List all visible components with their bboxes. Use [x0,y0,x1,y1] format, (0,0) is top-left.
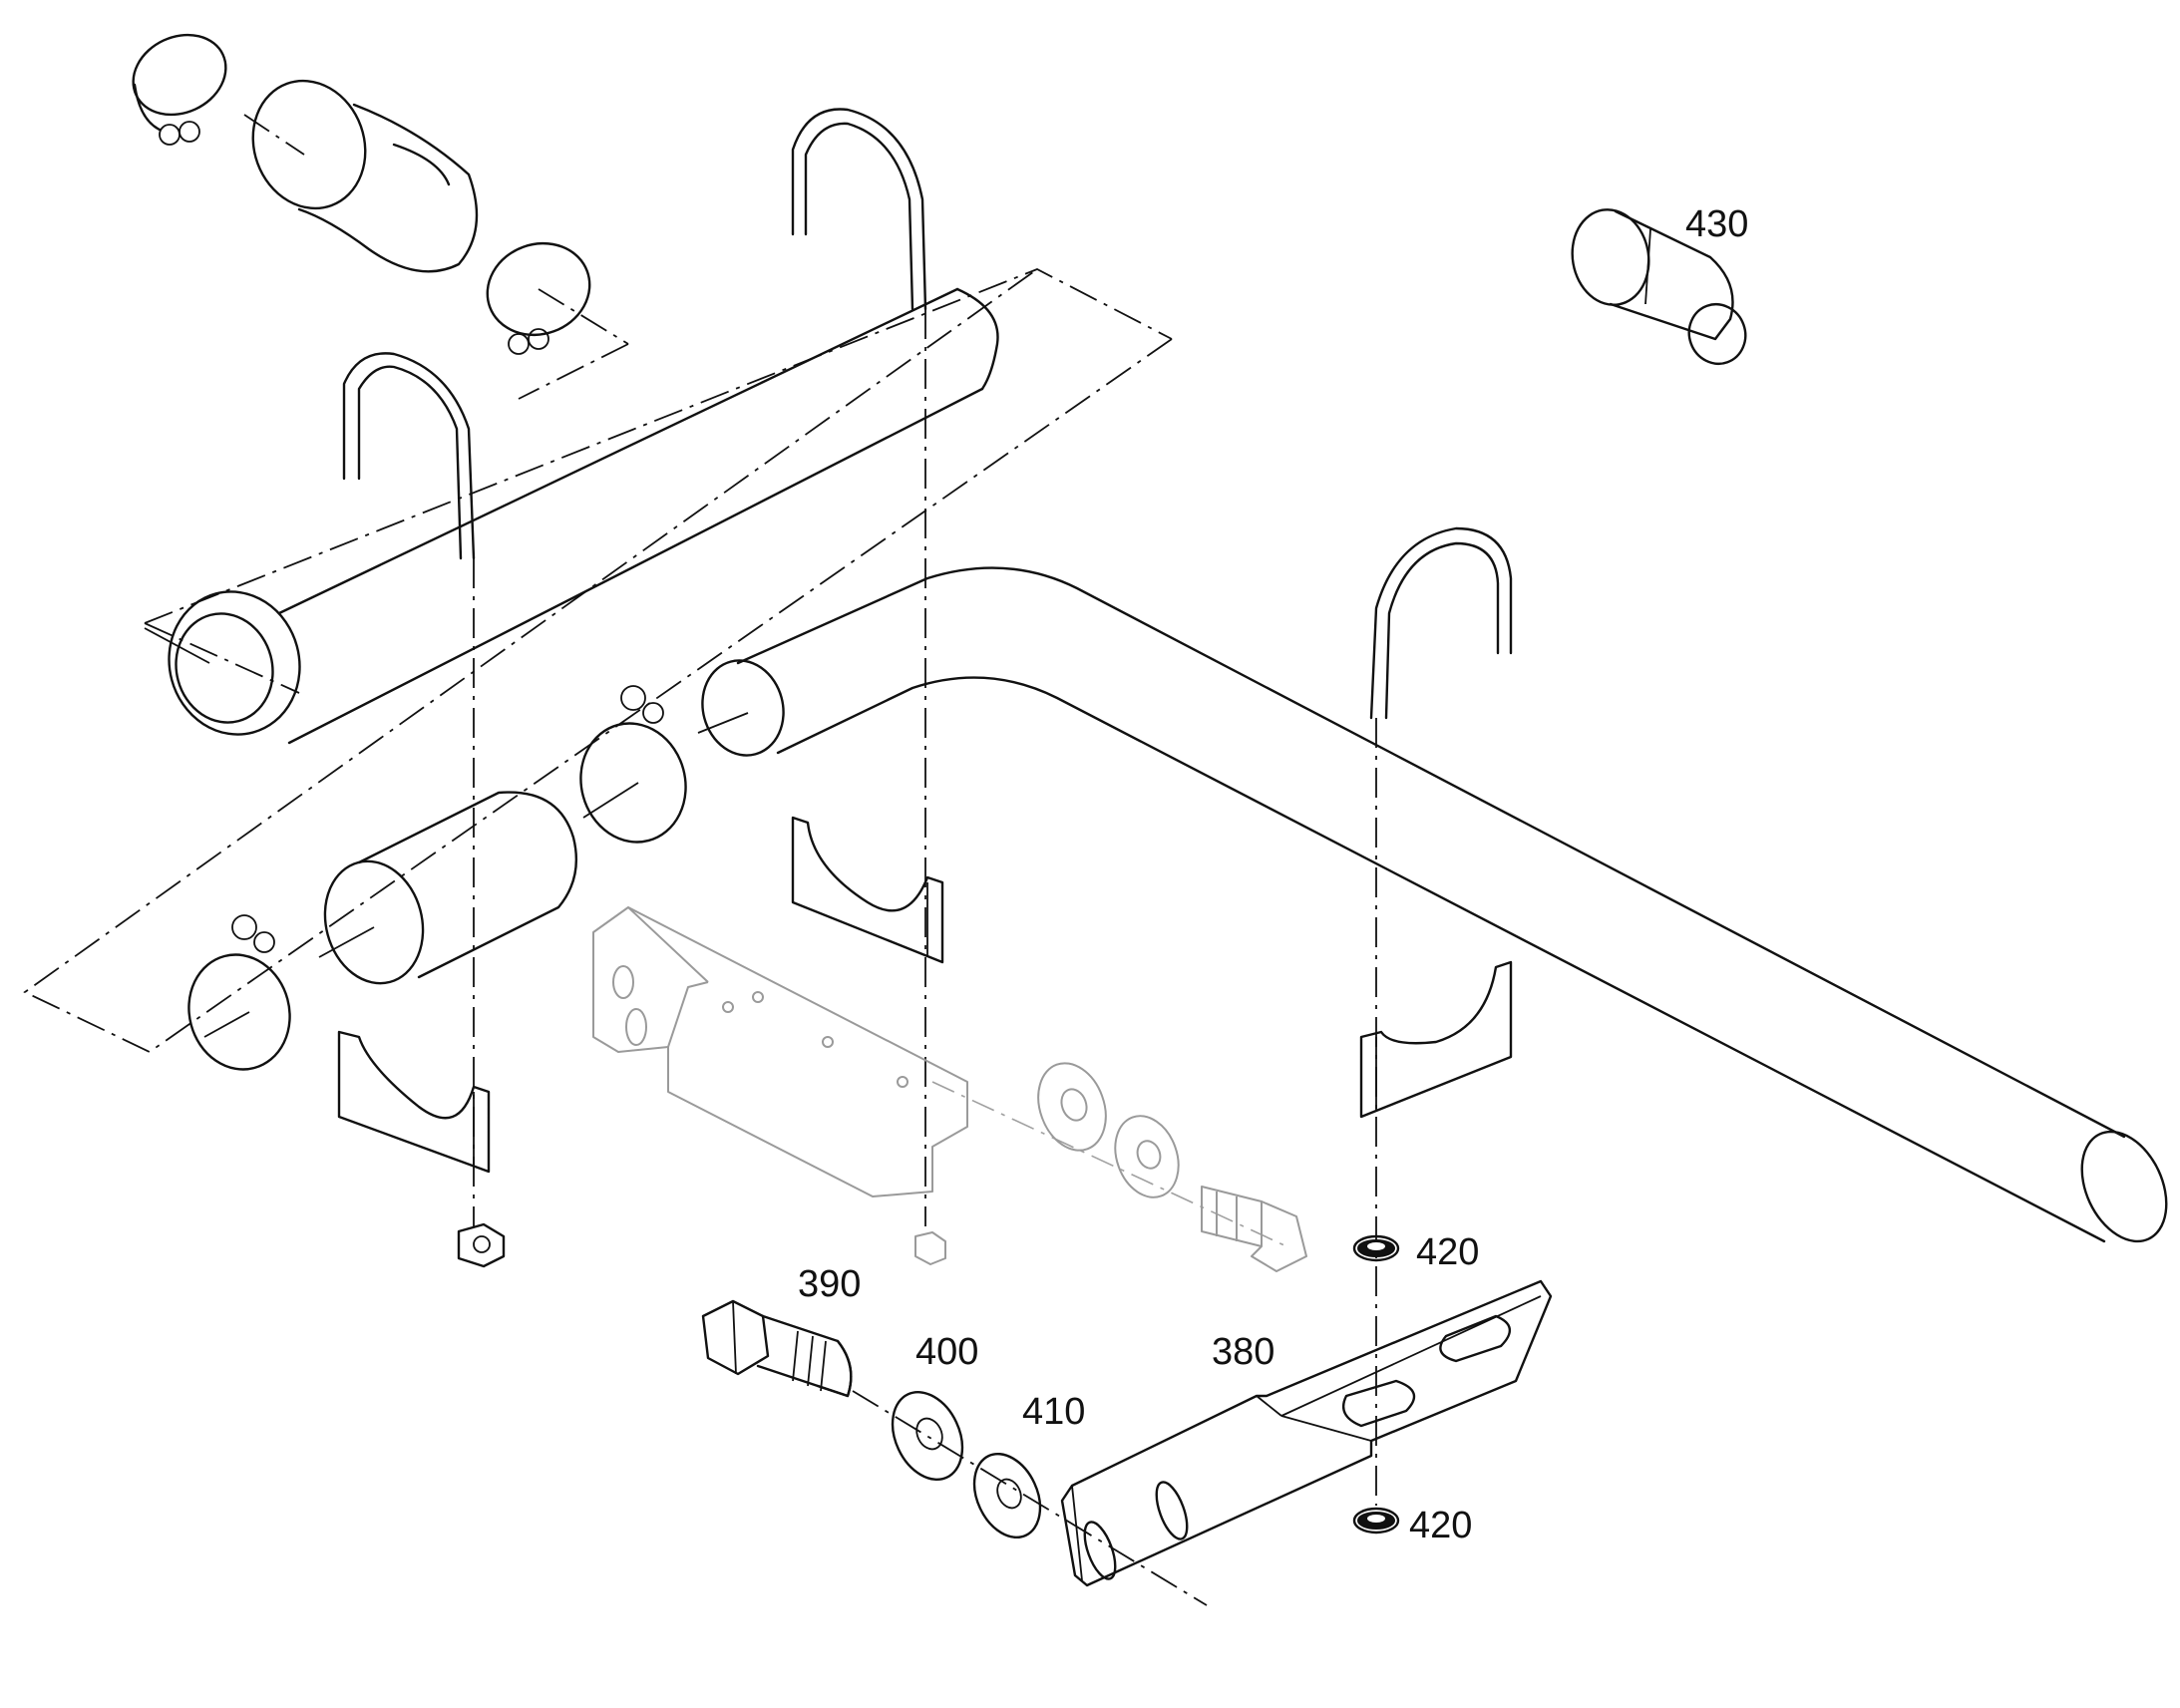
ghost-bolt [1201,1186,1307,1272]
hex-nut-left [457,1222,506,1268]
part-390-bolt [701,1299,853,1398]
u-bolt-right [1369,526,1513,720]
connector-sleeve-middle [318,791,577,985]
mounting-bracket-ghost [592,906,1287,1247]
label-420-top: 420 [1416,1231,1479,1273]
part-410-washer [972,1452,1042,1539]
hose-clamp-middle [579,685,687,844]
hose-clamp-top-left [132,33,227,146]
label-400: 400 [915,1331,978,1373]
ghost-washer-2 [1114,1115,1180,1198]
part-430-pipe-adapter [1571,208,1747,365]
connector-sleeve-top [251,79,479,273]
label-390: 390 [798,1263,861,1305]
hose-clamp-top-right [486,241,591,355]
label-420-bottom: 420 [1409,1505,1472,1546]
ghost-washer-1 [1037,1062,1107,1152]
saddle-bracket-left [337,1030,491,1174]
saddle-bracket-right [1359,960,1513,1119]
bent-tailpipe [697,566,2168,1243]
assembly-outline [23,268,1173,1054]
u-bolt-left [342,352,476,560]
part-420-washer-bottom [1352,1507,1400,1535]
hex-nut-middle [914,1231,946,1265]
label-430: 430 [1685,203,1748,245]
part-400-washer [891,1390,964,1482]
saddle-bracket-middle [791,816,944,964]
part-380-support-strap [1060,1279,1553,1587]
u-bolt-middle [791,108,927,311]
hose-clamp-bottom-left [187,914,291,1071]
part-420-washer-top [1352,1234,1400,1262]
axis-line-bolt-390 [852,1390,1208,1606]
label-380: 380 [1212,1331,1274,1373]
straight-pipe [144,287,999,745]
label-410: 410 [1022,1391,1085,1433]
